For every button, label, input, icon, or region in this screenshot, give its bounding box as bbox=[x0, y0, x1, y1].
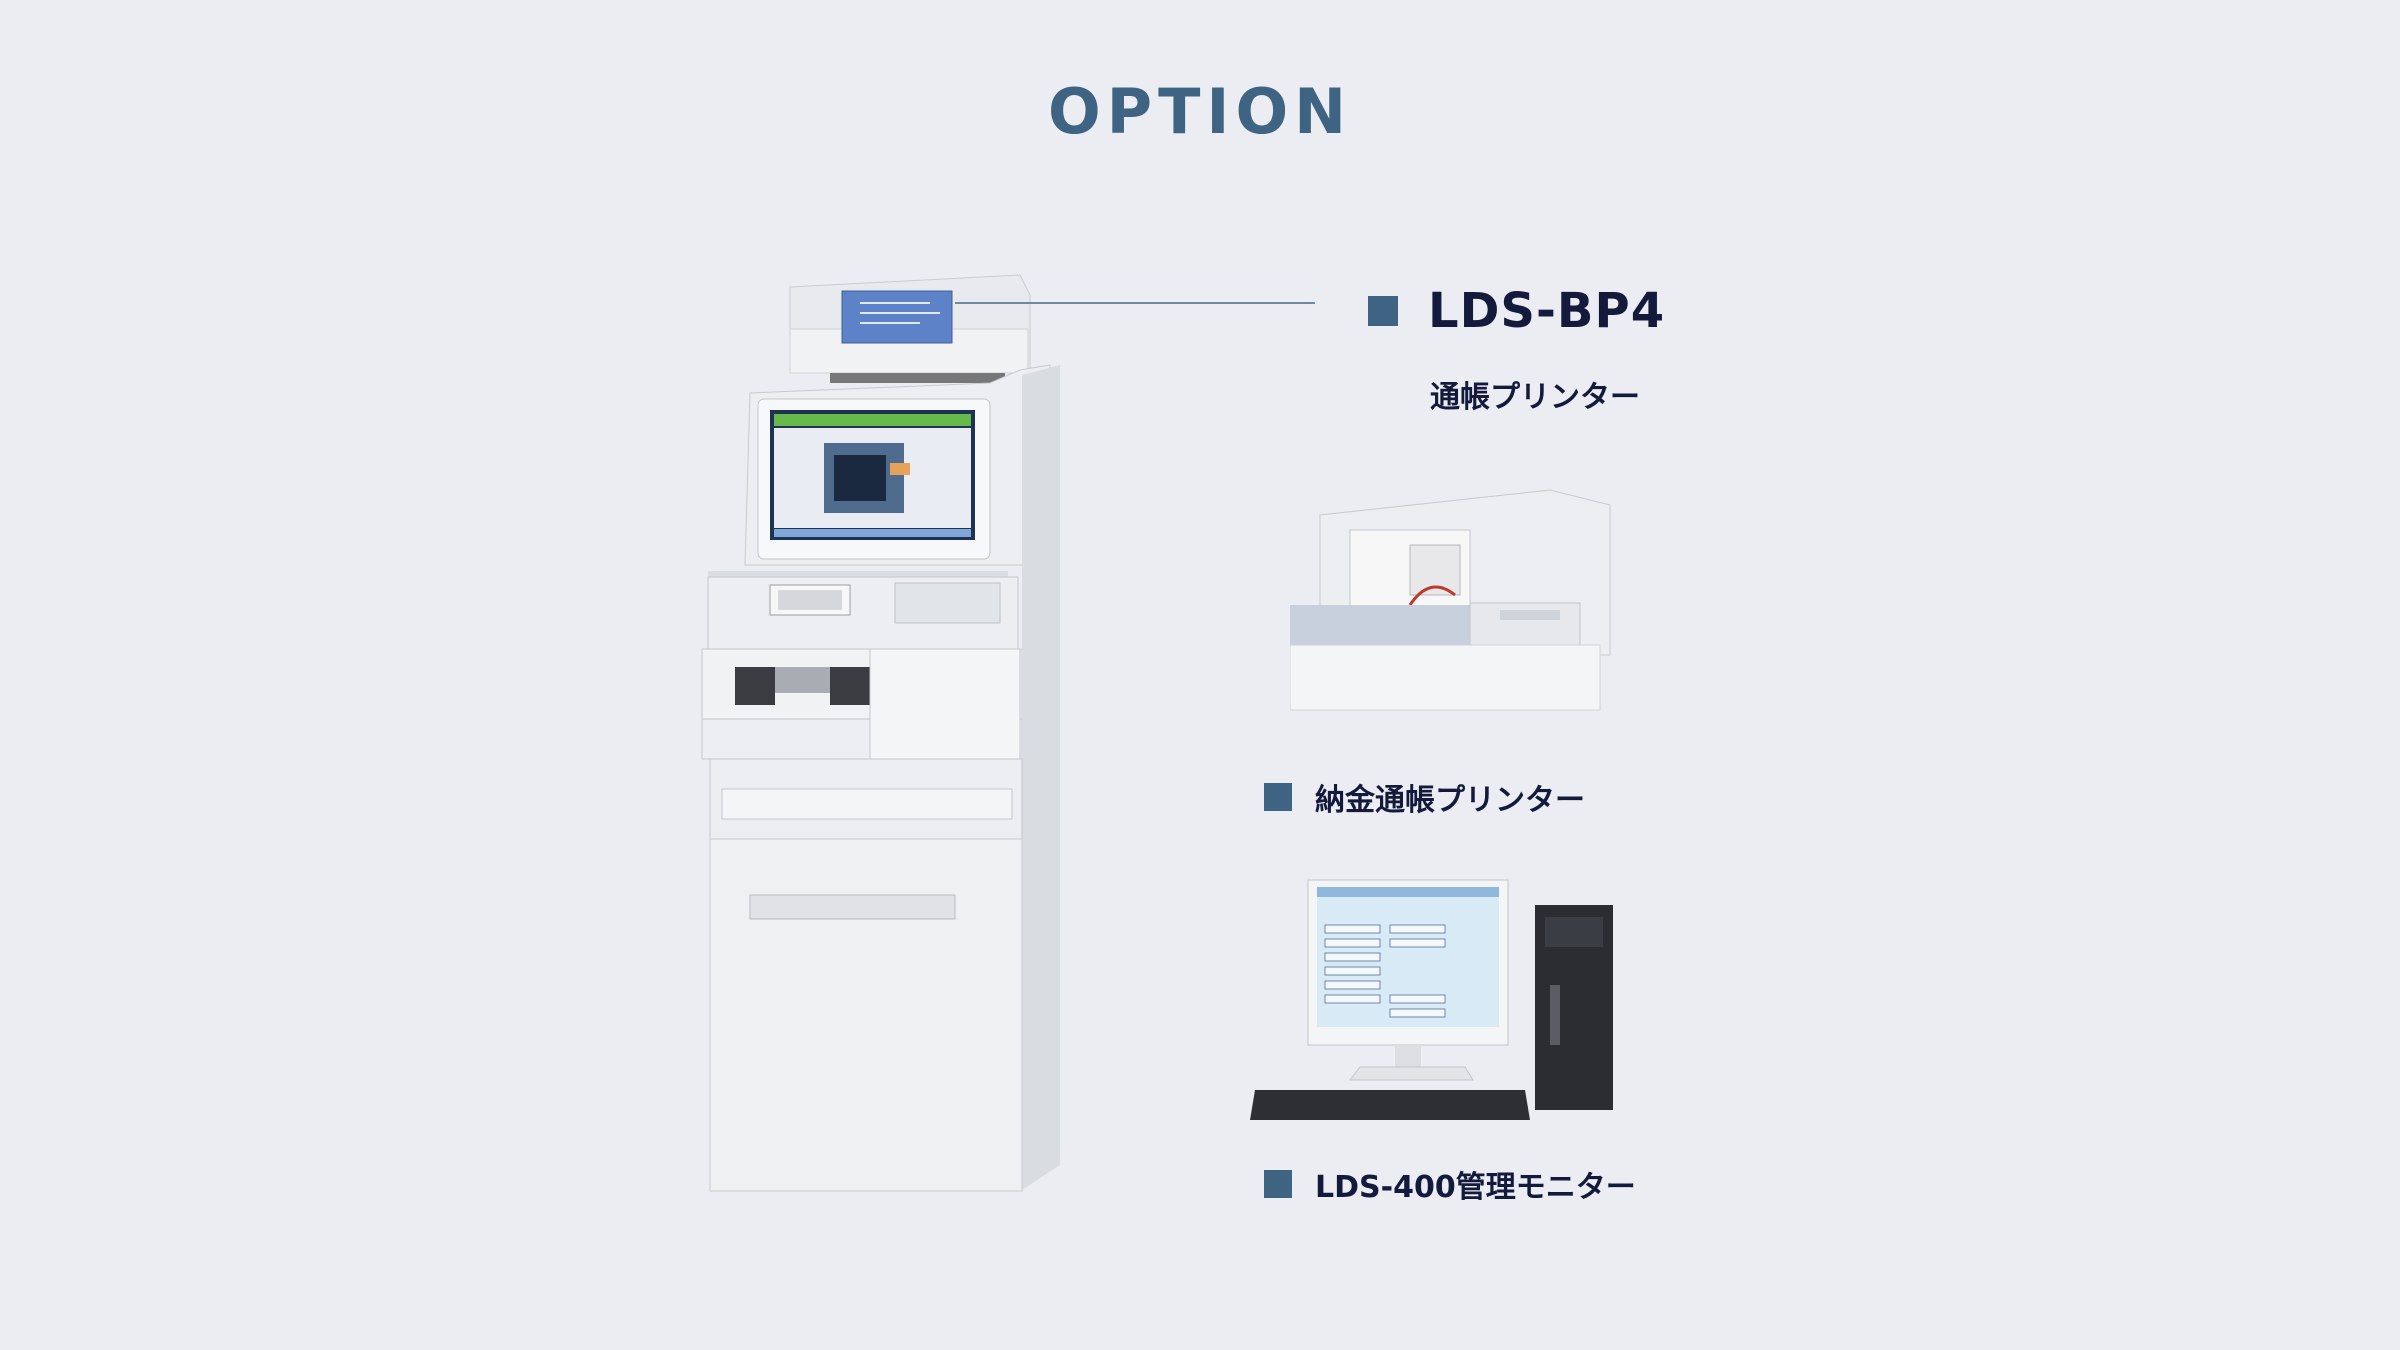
option-caption-monitor: LDS-400管理モニター bbox=[1264, 1162, 1636, 1206]
option-label: LDS-400管理モニター bbox=[1315, 1170, 1636, 1205]
main-product-heading: LDS-BP4 bbox=[1368, 283, 1665, 339]
passbook-printer-image bbox=[1290, 489, 1611, 711]
management-monitor-pc-image bbox=[1250, 879, 1613, 1120]
option-label: 納金通帳プリンター bbox=[1315, 783, 1585, 818]
option-caption-printer: 納金通帳プリンター bbox=[1264, 775, 1585, 819]
main-product-name: LDS-BP4 bbox=[1428, 283, 1666, 339]
connector-line bbox=[955, 302, 1315, 304]
square-bullet-icon bbox=[1368, 296, 1398, 326]
page-title: OPTION bbox=[1047, 75, 1353, 148]
square-bullet-icon bbox=[1264, 783, 1292, 811]
square-bullet-icon bbox=[1264, 1170, 1292, 1198]
cash-deposit-machine-image bbox=[701, 274, 1060, 1192]
main-product-subtitle: 通帳プリンター bbox=[1430, 380, 1640, 415]
